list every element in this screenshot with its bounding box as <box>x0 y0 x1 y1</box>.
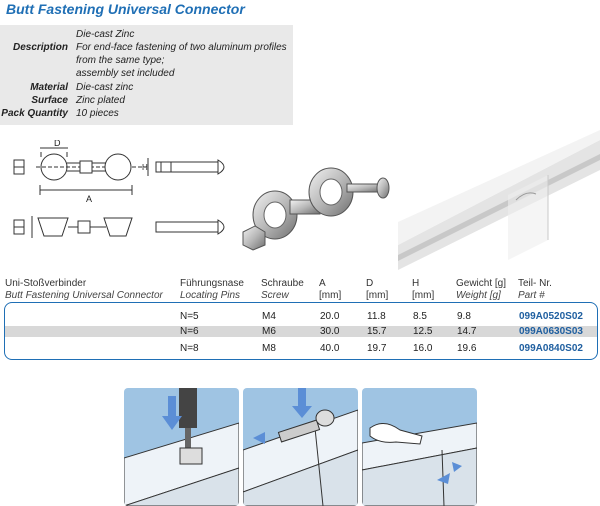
cell-d: 15.7 <box>367 326 387 337</box>
column-header-product: Uni-Stoßverbinder <box>5 278 87 289</box>
cell-a: 30.0 <box>320 326 340 337</box>
table-row-highlight <box>5 326 597 337</box>
arrow-down-icon <box>292 388 312 418</box>
spec-label: Surface <box>31 95 68 106</box>
technical-drawing: D A H <box>13 140 225 238</box>
cell-d: 11.8 <box>367 311 386 322</box>
column-header-weight-en: Weight [g] <box>456 290 501 301</box>
column-header-weight: Gewicht [g] <box>456 278 507 289</box>
column-header-a: A <box>319 278 326 289</box>
arrow-right-icon <box>253 432 265 444</box>
cell-h: 8.5 <box>413 311 427 322</box>
tighten-step-illustration <box>362 422 477 506</box>
page-title: Butt Fastening Universal Connector <box>6 1 245 17</box>
spec-box: Die-cast Zinc Description For end-face f… <box>0 25 293 125</box>
cell-h: 12.5 <box>413 326 433 337</box>
spec-value: Die-cast zinc <box>76 82 134 93</box>
double-arrow-icon <box>437 473 450 484</box>
column-header-d-unit: [mm] <box>366 290 389 301</box>
cell-h: 16.0 <box>413 343 433 354</box>
column-header-part-en: Part # <box>518 290 545 301</box>
spec-label: Description <box>12 42 68 53</box>
spec-label: Material <box>30 82 68 93</box>
cell-a: 20.0 <box>320 311 340 322</box>
column-header-part: Teil- Nr. <box>518 278 552 289</box>
column-header-h-unit: [mm] <box>412 290 435 301</box>
cell-pins: N=5 <box>180 311 199 322</box>
cell-weight: 19.6 <box>457 343 477 354</box>
column-header-screw: Schraube <box>261 278 304 289</box>
spec-value: Zinc plated <box>76 95 125 106</box>
cell-a: 40.0 <box>320 343 340 354</box>
insert-step-illustration <box>243 388 358 506</box>
aluminum-profile-photo <box>398 130 600 270</box>
assembly-step-1 <box>124 388 239 506</box>
column-header-h: H <box>412 278 420 289</box>
cell-part-number: 099A0520S02 <box>519 311 583 322</box>
spec-value: For end-face fastening of two aluminum p… <box>76 42 287 53</box>
cell-screw: M4 <box>262 311 276 322</box>
drill-step-illustration <box>124 388 239 506</box>
spec-value: Die-cast Zinc <box>76 29 135 40</box>
data-table: N=5 M4 20.0 11.8 8.5 9.8 099A0520S02 N=6… <box>4 302 598 360</box>
cell-screw: M8 <box>262 343 276 354</box>
column-header-product-en: Butt Fastening Universal Connector <box>5 290 163 301</box>
cell-weight: 9.8 <box>457 311 471 322</box>
cell-pins: N=8 <box>180 343 199 354</box>
column-header-pins: Führungsnase <box>180 278 244 289</box>
spec-label: Pack Quantity <box>1 108 68 119</box>
spec-value: assembly set included <box>76 68 175 79</box>
cell-d: 19.7 <box>367 343 387 354</box>
dimension-label-h: H <box>142 163 148 172</box>
cell-screw: M6 <box>262 326 276 337</box>
assembly-step-3 <box>362 388 477 506</box>
spec-value: from the same type; <box>76 55 165 66</box>
arrow-down-icon <box>162 396 182 430</box>
spec-value: 10 pieces <box>76 108 119 119</box>
column-header-screw-en: Screw <box>261 290 289 301</box>
column-header-pins-en: Locating Pins <box>180 290 241 301</box>
assembly-step-2 <box>243 388 358 506</box>
cell-pins: N=6 <box>180 326 199 337</box>
cell-part-number: 099A0840S02 <box>519 343 583 354</box>
column-header-a-unit: [mm] <box>319 290 342 301</box>
cell-weight: 14.7 <box>457 326 477 337</box>
connector-3d-render <box>242 167 390 251</box>
cell-part-number: 099A0630S03 <box>519 326 583 337</box>
dimension-label-d: D <box>54 140 61 148</box>
dimension-label-a: A <box>86 194 92 204</box>
column-header-d: D <box>366 278 374 289</box>
